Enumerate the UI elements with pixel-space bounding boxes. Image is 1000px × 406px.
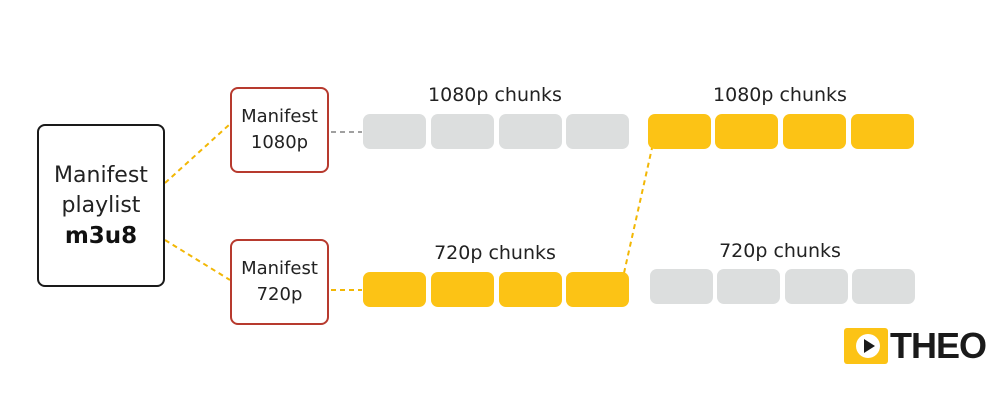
label-left-1080p-chunks: 1080p chunks <box>428 84 562 106</box>
chunk-left-1080p <box>566 114 629 149</box>
label-right-720p-chunks: 720p chunks <box>719 240 841 262</box>
chunk-left-1080p <box>431 114 494 149</box>
playlist-line-1: Manifest <box>54 162 148 188</box>
manifest-1080p-box: Manifest 1080p <box>230 87 329 173</box>
chunk-right-720p <box>650 269 713 304</box>
manifest-720p-line-2: 720p <box>256 284 303 305</box>
manifest-playlist-box: Manifest playlist m3u8 <box>37 124 165 287</box>
connector-playlist-to-720p <box>164 239 231 281</box>
chunk-left-720p <box>363 272 426 307</box>
playlist-line-3: m3u8 <box>64 222 138 249</box>
manifest-1080p-line-1: Manifest <box>241 106 318 127</box>
chunk-left-720p <box>431 272 494 307</box>
chunk-right-1080p <box>648 114 711 149</box>
label-left-720p-chunks: 720p chunks <box>434 242 556 264</box>
play-icon <box>844 328 888 364</box>
logo-text: THEO <box>890 325 987 366</box>
chunk-right-720p <box>717 269 780 304</box>
chunk-left-1080p <box>499 114 562 149</box>
connector-playlist-to-1080p <box>164 123 231 184</box>
chunk-right-720p <box>852 269 915 304</box>
playlist-line-2: playlist <box>61 192 141 218</box>
chunk-right-1080p <box>851 114 914 149</box>
chunk-right-1080p <box>715 114 778 149</box>
chunk-left-720p <box>499 272 562 307</box>
chunk-right-720p <box>785 269 848 304</box>
manifest-720p-line-1: Manifest <box>241 258 318 279</box>
chunk-left-1080p <box>363 114 426 149</box>
chunk-right-1080p <box>783 114 846 149</box>
theo-logo: THEO <box>844 325 987 366</box>
label-right-1080p-chunks: 1080p chunks <box>713 84 847 106</box>
switch-connector <box>623 147 653 274</box>
chunk-left-720p <box>566 272 629 307</box>
manifest-1080p-line-2: 1080p <box>250 132 309 153</box>
manifest-720p-box: Manifest 720p <box>230 239 329 325</box>
